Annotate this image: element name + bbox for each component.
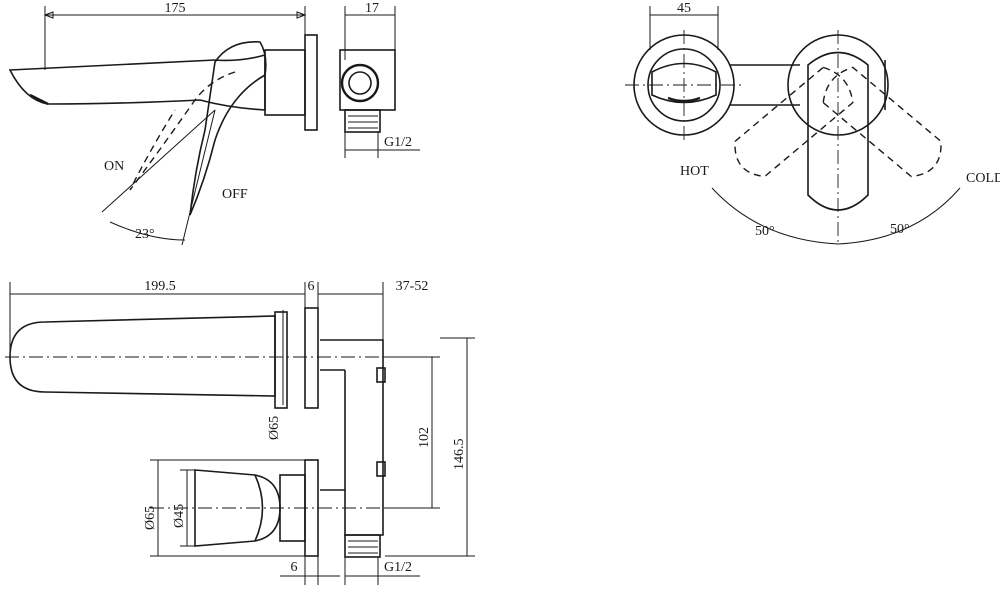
label-cold: COLD bbox=[966, 171, 1000, 186]
inlet-thread bbox=[344, 109, 381, 133]
label-on: ON bbox=[104, 159, 124, 174]
thread-label-front: G1/2 bbox=[384, 560, 412, 575]
side-view: 175 17 G1/2 ON OFF 23° bbox=[8, 1, 420, 246]
angle-right: 50° bbox=[890, 222, 910, 237]
dim-spout-length-front: 199.5 bbox=[144, 279, 176, 294]
spout-front bbox=[9, 315, 276, 397]
dim-mixer-rosette-dia: Ø65 bbox=[143, 506, 158, 530]
handle-hot-position bbox=[822, 66, 942, 178]
dim-spout-length: 175 bbox=[165, 1, 186, 16]
angle-23: 23° bbox=[135, 227, 155, 242]
inlet-thread-front bbox=[344, 534, 381, 558]
handle-on-position bbox=[129, 71, 236, 191]
label-off: OFF bbox=[222, 187, 248, 202]
dim-spout-rosette-dia: Ø65 bbox=[267, 416, 282, 440]
dim-plate-bottom: 6 bbox=[291, 560, 298, 575]
dim-width: 45 bbox=[677, 1, 691, 16]
dim-mixer-body-dia: Ø45 bbox=[172, 504, 187, 528]
angle-left: 50° bbox=[755, 224, 775, 239]
valve-body bbox=[264, 49, 306, 116]
handle-cold-position bbox=[734, 66, 854, 178]
inlet-circle bbox=[340, 63, 380, 103]
dim-plate-depth: 17 bbox=[365, 1, 379, 16]
handle-off-position bbox=[189, 41, 267, 216]
wall-plate bbox=[304, 34, 318, 131]
front-view: 199.5 6 37-52 Ø65 102 146.5 bbox=[5, 279, 475, 585]
label-hot: HOT bbox=[680, 164, 709, 179]
spout-profile bbox=[8, 53, 266, 111]
mixer-handle bbox=[807, 51, 869, 211]
spout-wall-plate bbox=[304, 307, 319, 409]
rotation-arc bbox=[711, 187, 961, 245]
top-view: 45 HOT COLD 50° 50° bbox=[625, 1, 1000, 245]
dim-centers: 102 bbox=[417, 427, 432, 448]
dim-total-height: 146.5 bbox=[452, 439, 467, 471]
dim-plate-top: 6 bbox=[308, 279, 315, 294]
dim-wall-range: 37-52 bbox=[396, 279, 429, 294]
thread-label-side: G1/2 bbox=[384, 135, 412, 150]
